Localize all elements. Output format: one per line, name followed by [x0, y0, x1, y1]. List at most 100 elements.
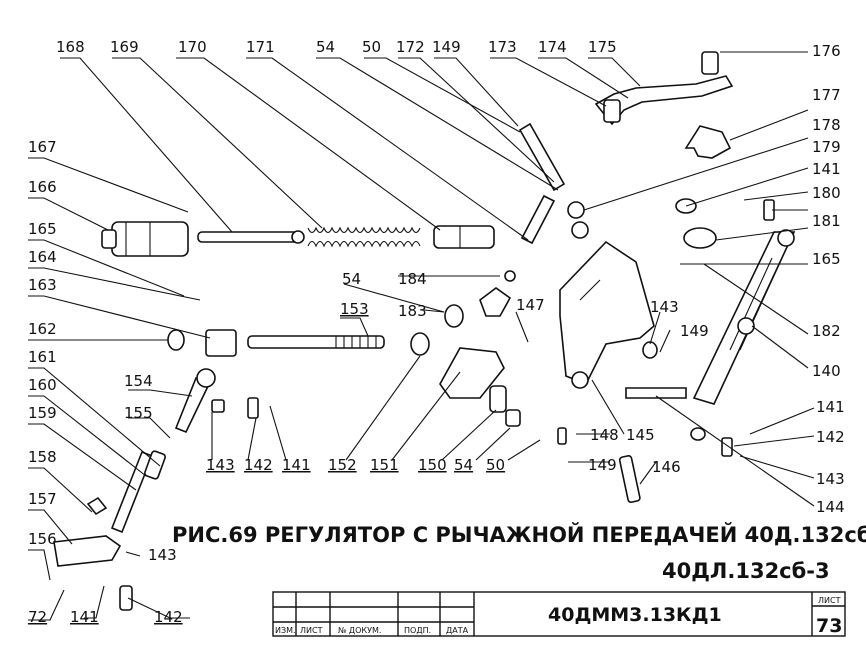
- callout-158: 158: [28, 448, 57, 466]
- callout-181: 181: [812, 212, 841, 230]
- callout-labels: 168 169 170 171 54 50 172 149 173 174 17…: [28, 38, 845, 626]
- part-148-pin: [557, 427, 567, 445]
- part-183-fitting: [479, 287, 512, 317]
- figure-title-line2: 40ДЛ.132сб-3: [662, 559, 830, 583]
- part-160-sleeve: [144, 450, 166, 480]
- callout-184: 184: [398, 270, 427, 288]
- callout-150: 150: [418, 456, 447, 474]
- part-174-lever: [594, 51, 734, 126]
- tb-col-izm: ИЗМ.: [275, 626, 296, 635]
- part-170-sleeve: [433, 225, 495, 249]
- part-162-nut: [167, 329, 185, 351]
- callout-174: 174: [538, 38, 567, 56]
- callout-147: 147: [516, 296, 545, 314]
- callout-162: 162: [28, 320, 57, 338]
- callout-149: 149: [680, 322, 709, 340]
- callout-165: 165: [28, 220, 57, 238]
- callout-180: 180: [812, 184, 841, 202]
- callout-179: 179: [812, 138, 841, 156]
- callout-183: 183: [398, 302, 427, 320]
- part-177-bracket: [684, 125, 732, 159]
- leader-lines: [28, 51, 815, 621]
- callout-153: 153: [340, 300, 369, 318]
- callout-148: 148: [590, 426, 619, 444]
- part-143-bushing-c: [690, 427, 706, 441]
- part-178-bushing: [567, 201, 585, 219]
- part-158-bolt: [86, 496, 108, 516]
- callout-177: 177: [812, 86, 841, 104]
- part-183-washer: [444, 304, 464, 328]
- part-168-rod: [197, 230, 305, 244]
- callout-142: 142: [154, 608, 183, 626]
- tb-sheet-label: ЛИСТ: [818, 596, 841, 605]
- callout-176: 176: [812, 42, 841, 60]
- tb-col-doc: № ДОКУМ.: [338, 626, 381, 635]
- callout-166: 166: [28, 178, 57, 196]
- part-152-nut: [410, 332, 430, 356]
- part-143-bushing: [211, 399, 225, 413]
- part-146-pin: [618, 455, 641, 504]
- part-153-rod: [247, 335, 385, 349]
- part-144-link: [625, 387, 687, 399]
- callout-142: 142: [816, 428, 845, 446]
- part-166-body: [101, 221, 189, 257]
- part-169-spring: [307, 226, 421, 248]
- part-142-pin-b: [247, 397, 259, 419]
- part-163-fork: [205, 329, 237, 357]
- callout-143: 143: [650, 298, 679, 316]
- part-171-stud: [520, 194, 556, 245]
- part-159-link: [110, 450, 154, 534]
- title-block: ИЗМ. ЛИСТ № ДОКУМ. ПОДП. ДАТА 40ДММ3.13К…: [272, 591, 846, 637]
- callout-161: 161: [28, 348, 57, 366]
- callout-54: 54: [316, 38, 335, 56]
- part-outlines: [53, 51, 796, 611]
- part-54-washer: [505, 409, 521, 427]
- callout-54: 54: [454, 456, 473, 474]
- callout-155: 155: [124, 404, 153, 422]
- callout-50: 50: [362, 38, 381, 56]
- tb-col-podp: ПОДП.: [404, 626, 431, 635]
- callout-154: 154: [124, 372, 153, 390]
- callout-156: 156: [28, 530, 57, 548]
- callout-143: 143: [206, 456, 235, 474]
- callout-172: 172: [396, 38, 425, 56]
- callout-141: 141: [70, 608, 99, 626]
- callout-50: 50: [486, 456, 505, 474]
- callout-169: 169: [110, 38, 139, 56]
- callout-146: 146: [652, 458, 681, 476]
- callout-145: 145: [626, 426, 655, 444]
- callout-143: 143: [148, 546, 177, 564]
- part-157-fork: [53, 535, 122, 567]
- callout-167: 167: [28, 138, 57, 156]
- callout-54: 54: [342, 270, 361, 288]
- callout-159: 159: [28, 404, 57, 422]
- callout-171: 171: [246, 38, 275, 56]
- callout-163: 163: [28, 276, 57, 294]
- callout-140: 140: [812, 362, 841, 380]
- part-142-pin: [119, 585, 133, 611]
- callout-141: 141: [812, 160, 841, 178]
- part-179-bushing: [571, 221, 589, 239]
- callout-170: 170: [178, 38, 207, 56]
- callout-72: 72: [28, 608, 47, 626]
- callout-151: 151: [370, 456, 399, 474]
- callout-157: 157: [28, 490, 57, 508]
- part-181-eye: [683, 227, 717, 249]
- callout-182: 182: [812, 322, 841, 340]
- callout-141: 141: [816, 398, 845, 416]
- callout-142: 142: [244, 456, 273, 474]
- callout-143: 143: [816, 470, 845, 488]
- part-184-nut: [504, 270, 516, 282]
- callout-178: 178: [812, 116, 841, 134]
- callout-149: 149: [588, 456, 617, 474]
- callout-141: 141: [282, 456, 311, 474]
- tb-col-list: ЛИСТ: [300, 626, 323, 635]
- tb-document-code: 40ДММ3.13КД1: [548, 604, 722, 626]
- part-151-plate: [439, 347, 505, 399]
- tb-sheet-number: 73: [816, 615, 842, 637]
- callout-164: 164: [28, 248, 57, 266]
- part-143-bushing-b: [642, 341, 658, 359]
- callout-165: 165: [812, 250, 841, 268]
